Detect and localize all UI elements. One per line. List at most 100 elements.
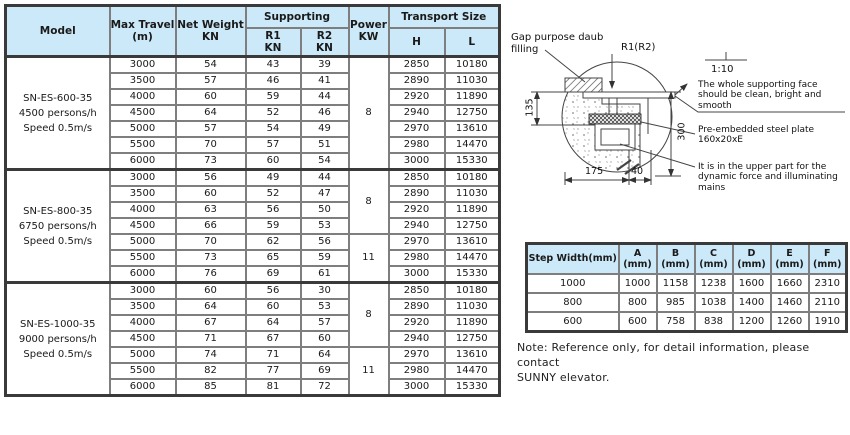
r1-cell: 56 xyxy=(244,201,302,220)
r2-cell: 64 xyxy=(299,346,350,365)
step-cell: 1000 xyxy=(617,273,658,294)
transport-h-cell: 2970 xyxy=(387,346,446,365)
net-weight-cell: 82 xyxy=(174,362,247,381)
col-header-r1: R1 KN xyxy=(244,27,302,58)
step-cell: 2310 xyxy=(807,273,848,294)
transport-l-cell: 14470 xyxy=(443,249,501,268)
gap-filling-label: Gap purpose daub filling xyxy=(511,32,604,55)
step-cell: 2110 xyxy=(807,292,848,313)
transport-h-cell: 3000 xyxy=(387,265,446,284)
max-travel-cell: 5000 xyxy=(108,233,177,252)
r1-cell: 67 xyxy=(244,330,302,349)
max-travel-cell: 3500 xyxy=(108,298,177,317)
transport-l-cell: 10180 xyxy=(443,168,501,188)
net-weight-cell: 73 xyxy=(174,152,247,171)
r2-cell: 53 xyxy=(299,298,350,317)
net-weight-cell: 57 xyxy=(174,120,247,139)
dim-175-label: 175 xyxy=(585,166,604,177)
transport-l-cell: 11030 xyxy=(443,72,501,91)
transport-h-cell: 2890 xyxy=(387,298,446,317)
step-cell: 1660 xyxy=(769,273,810,294)
max-travel-cell: 3000 xyxy=(108,168,177,188)
step-cell: 1158 xyxy=(655,273,696,294)
slope-label: 1:10 xyxy=(711,64,734,75)
max-travel-cell: 3500 xyxy=(108,72,177,91)
steel-plate-section xyxy=(588,113,642,125)
step-cell: 1200 xyxy=(731,311,772,333)
step-col-header: D (mm) xyxy=(731,242,772,275)
transport-h-cell: 2980 xyxy=(387,362,446,381)
spec-table-body: SN-ES-600-35 4500 persons/h Speed 0.5m/s… xyxy=(4,55,501,397)
max-travel-cell: 4000 xyxy=(108,314,177,333)
power-cell: 11 xyxy=(347,233,390,284)
r1-cell: 46 xyxy=(244,72,302,91)
net-weight-cell: 66 xyxy=(174,217,247,236)
max-travel-cell: 3000 xyxy=(108,281,177,301)
transport-l-cell: 13610 xyxy=(443,346,501,365)
net-weight-cell: 67 xyxy=(174,314,247,333)
net-weight-cell: 60 xyxy=(174,88,247,107)
step-cell: 600 xyxy=(617,311,658,333)
transport-l-cell: 11890 xyxy=(443,314,501,333)
max-travel-cell: 5000 xyxy=(108,346,177,365)
upper-part-leader xyxy=(619,143,696,168)
max-travel-cell: 4500 xyxy=(108,104,177,123)
supporting-plate xyxy=(582,91,676,99)
step-cell: 800 xyxy=(525,292,620,313)
transport-h-cell: 2980 xyxy=(387,249,446,268)
transport-l-cell: 14470 xyxy=(443,136,501,155)
r2-cell: 39 xyxy=(299,55,350,75)
step-col-header: F (mm) xyxy=(807,242,848,275)
model-cell: SN-ES-600-35 4500 persons/h Speed 0.5m/s xyxy=(4,55,111,171)
net-weight-cell: 70 xyxy=(174,136,247,155)
step-col-header: C (mm) xyxy=(693,242,734,275)
support-detail-drawing: Gap purpose daub filling R1(R2) 1:10 The… xyxy=(505,22,850,240)
step-cell: 1260 xyxy=(769,311,810,333)
r2-cell: 44 xyxy=(299,88,350,107)
model-cell: SN-ES-800-35 6750 persons/h Speed 0.5m/s xyxy=(4,168,111,284)
bracket-line xyxy=(641,97,649,134)
net-weight-cell: 60 xyxy=(174,185,247,204)
net-weight-cell: 76 xyxy=(174,265,247,284)
spec-row: SN-ES-1000-35 9000 persons/h Speed 0.5m/… xyxy=(4,281,501,397)
transport-h-cell: 2940 xyxy=(387,104,446,123)
max-travel-cell: 5500 xyxy=(108,362,177,381)
max-travel-cell: 4500 xyxy=(108,217,177,236)
transport-l-cell: 15330 xyxy=(443,152,501,171)
col-header-l: L xyxy=(443,27,501,58)
transport-h-cell: 2920 xyxy=(387,314,446,333)
bolt-stems xyxy=(608,98,618,114)
r1-cell: 52 xyxy=(244,185,302,204)
net-weight-cell: 85 xyxy=(174,378,247,397)
step-cell: 985 xyxy=(655,292,696,313)
net-weight-cell: 64 xyxy=(174,298,247,317)
transport-h-cell: 2890 xyxy=(387,185,446,204)
max-travel-cell: 5500 xyxy=(108,249,177,268)
load-label: R1(R2) xyxy=(621,42,656,53)
net-weight-cell: 70 xyxy=(174,233,247,252)
r2-cell: 56 xyxy=(299,233,350,252)
r1-cell: 64 xyxy=(244,314,302,333)
r1-cell: 49 xyxy=(244,168,302,188)
transport-l-cell: 12750 xyxy=(443,104,501,123)
transport-l-cell: 10180 xyxy=(443,281,501,301)
spec-table: Model Max Travel (m) Net Weight KN Suppo… xyxy=(4,4,502,398)
net-weight-cell: 73 xyxy=(174,249,247,268)
r1-cell: 59 xyxy=(244,88,302,107)
power-cell: 8 xyxy=(347,281,390,349)
step-cell: 1400 xyxy=(731,292,772,313)
r1-cell: 60 xyxy=(244,152,302,171)
reference-note: Note: Reference only, for detail informa… xyxy=(517,341,810,384)
max-travel-cell: 6000 xyxy=(108,265,177,284)
transport-h-cell: 2850 xyxy=(387,281,446,301)
net-weight-cell: 54 xyxy=(174,55,247,75)
r1-cell: 57 xyxy=(244,136,302,155)
col-header-supporting: Supporting xyxy=(244,4,350,29)
r2-cell: 51 xyxy=(299,136,350,155)
transport-h-cell: 2850 xyxy=(387,168,446,188)
dim-40-label: 40 xyxy=(631,166,644,177)
